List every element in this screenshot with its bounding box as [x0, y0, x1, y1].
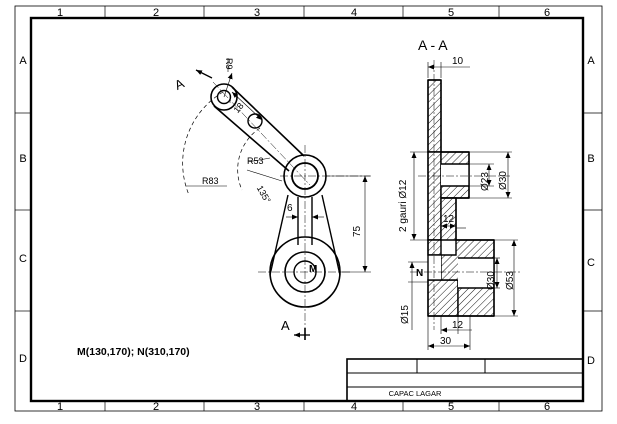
dim-r83: R83	[202, 176, 219, 186]
column-label-6-bottom: 6	[544, 401, 550, 413]
column-label-3-top: 3	[254, 7, 260, 19]
row-label-a-right: A	[587, 55, 595, 67]
section-view-title: A - A	[418, 37, 448, 53]
row-label-d-right: D	[587, 355, 595, 367]
drawing-frame	[14, 5, 603, 412]
column-label-4-bottom: 4	[351, 401, 357, 413]
row-label-b-left: B	[19, 153, 26, 165]
dim-10: 10	[452, 56, 464, 67]
row-label-a-left: A	[19, 55, 27, 67]
column-label-5-top: 5	[448, 7, 454, 19]
dim-r9: R9	[224, 58, 234, 70]
column-label-4-top: 4	[351, 7, 357, 19]
row-label-d-left: D	[19, 353, 27, 365]
point-m-label: M	[309, 264, 317, 275]
dim-holes-d12: 2 gauri Ø12	[398, 179, 409, 232]
column-label-2-bottom: 2	[153, 401, 159, 413]
title-block-part-name: CAPAC LAGAR	[389, 389, 442, 398]
column-label-1-top: 1	[57, 7, 63, 19]
dim-12-mid: 12	[443, 214, 455, 225]
front-view	[182, 69, 370, 340]
column-label-2-top: 2	[153, 7, 159, 19]
dim-d15: Ø15	[400, 305, 411, 324]
dim-d30-lower: Ø30	[486, 271, 497, 290]
r53-arc	[237, 127, 261, 191]
dim-6: 6	[287, 203, 293, 214]
dim-d53: Ø53	[505, 271, 516, 290]
dim-d23: Ø23	[480, 172, 491, 191]
column-label-1-bottom: 1	[57, 401, 63, 413]
point-n-label: N	[416, 268, 423, 279]
dim-18: 18	[231, 101, 245, 115]
section-marker-bottom: A	[281, 318, 290, 333]
dim-d30-upper: Ø30	[498, 171, 509, 190]
column-label-5-bottom: 5	[448, 401, 454, 413]
dim-30-bottom: 30	[440, 336, 452, 347]
row-label-c-right: C	[587, 257, 595, 269]
dim-12-bottom: 12	[452, 320, 464, 331]
row-label-b-right: B	[587, 153, 594, 165]
column-label-3-bottom: 3	[254, 401, 260, 413]
dim-angle-135: 135°	[255, 184, 273, 205]
dim-r53: R53	[247, 156, 264, 166]
title-block	[346, 358, 584, 402]
section-marker-top: A	[172, 75, 186, 92]
points-coordinates-note: M(130,170); N(310,170)	[77, 346, 190, 358]
row-label-c-left: C	[19, 253, 27, 265]
dim-75: 75	[352, 225, 363, 237]
column-label-6-top: 6	[544, 7, 550, 19]
section-arrow-top	[195, 69, 213, 79]
section-view	[427, 79, 495, 317]
